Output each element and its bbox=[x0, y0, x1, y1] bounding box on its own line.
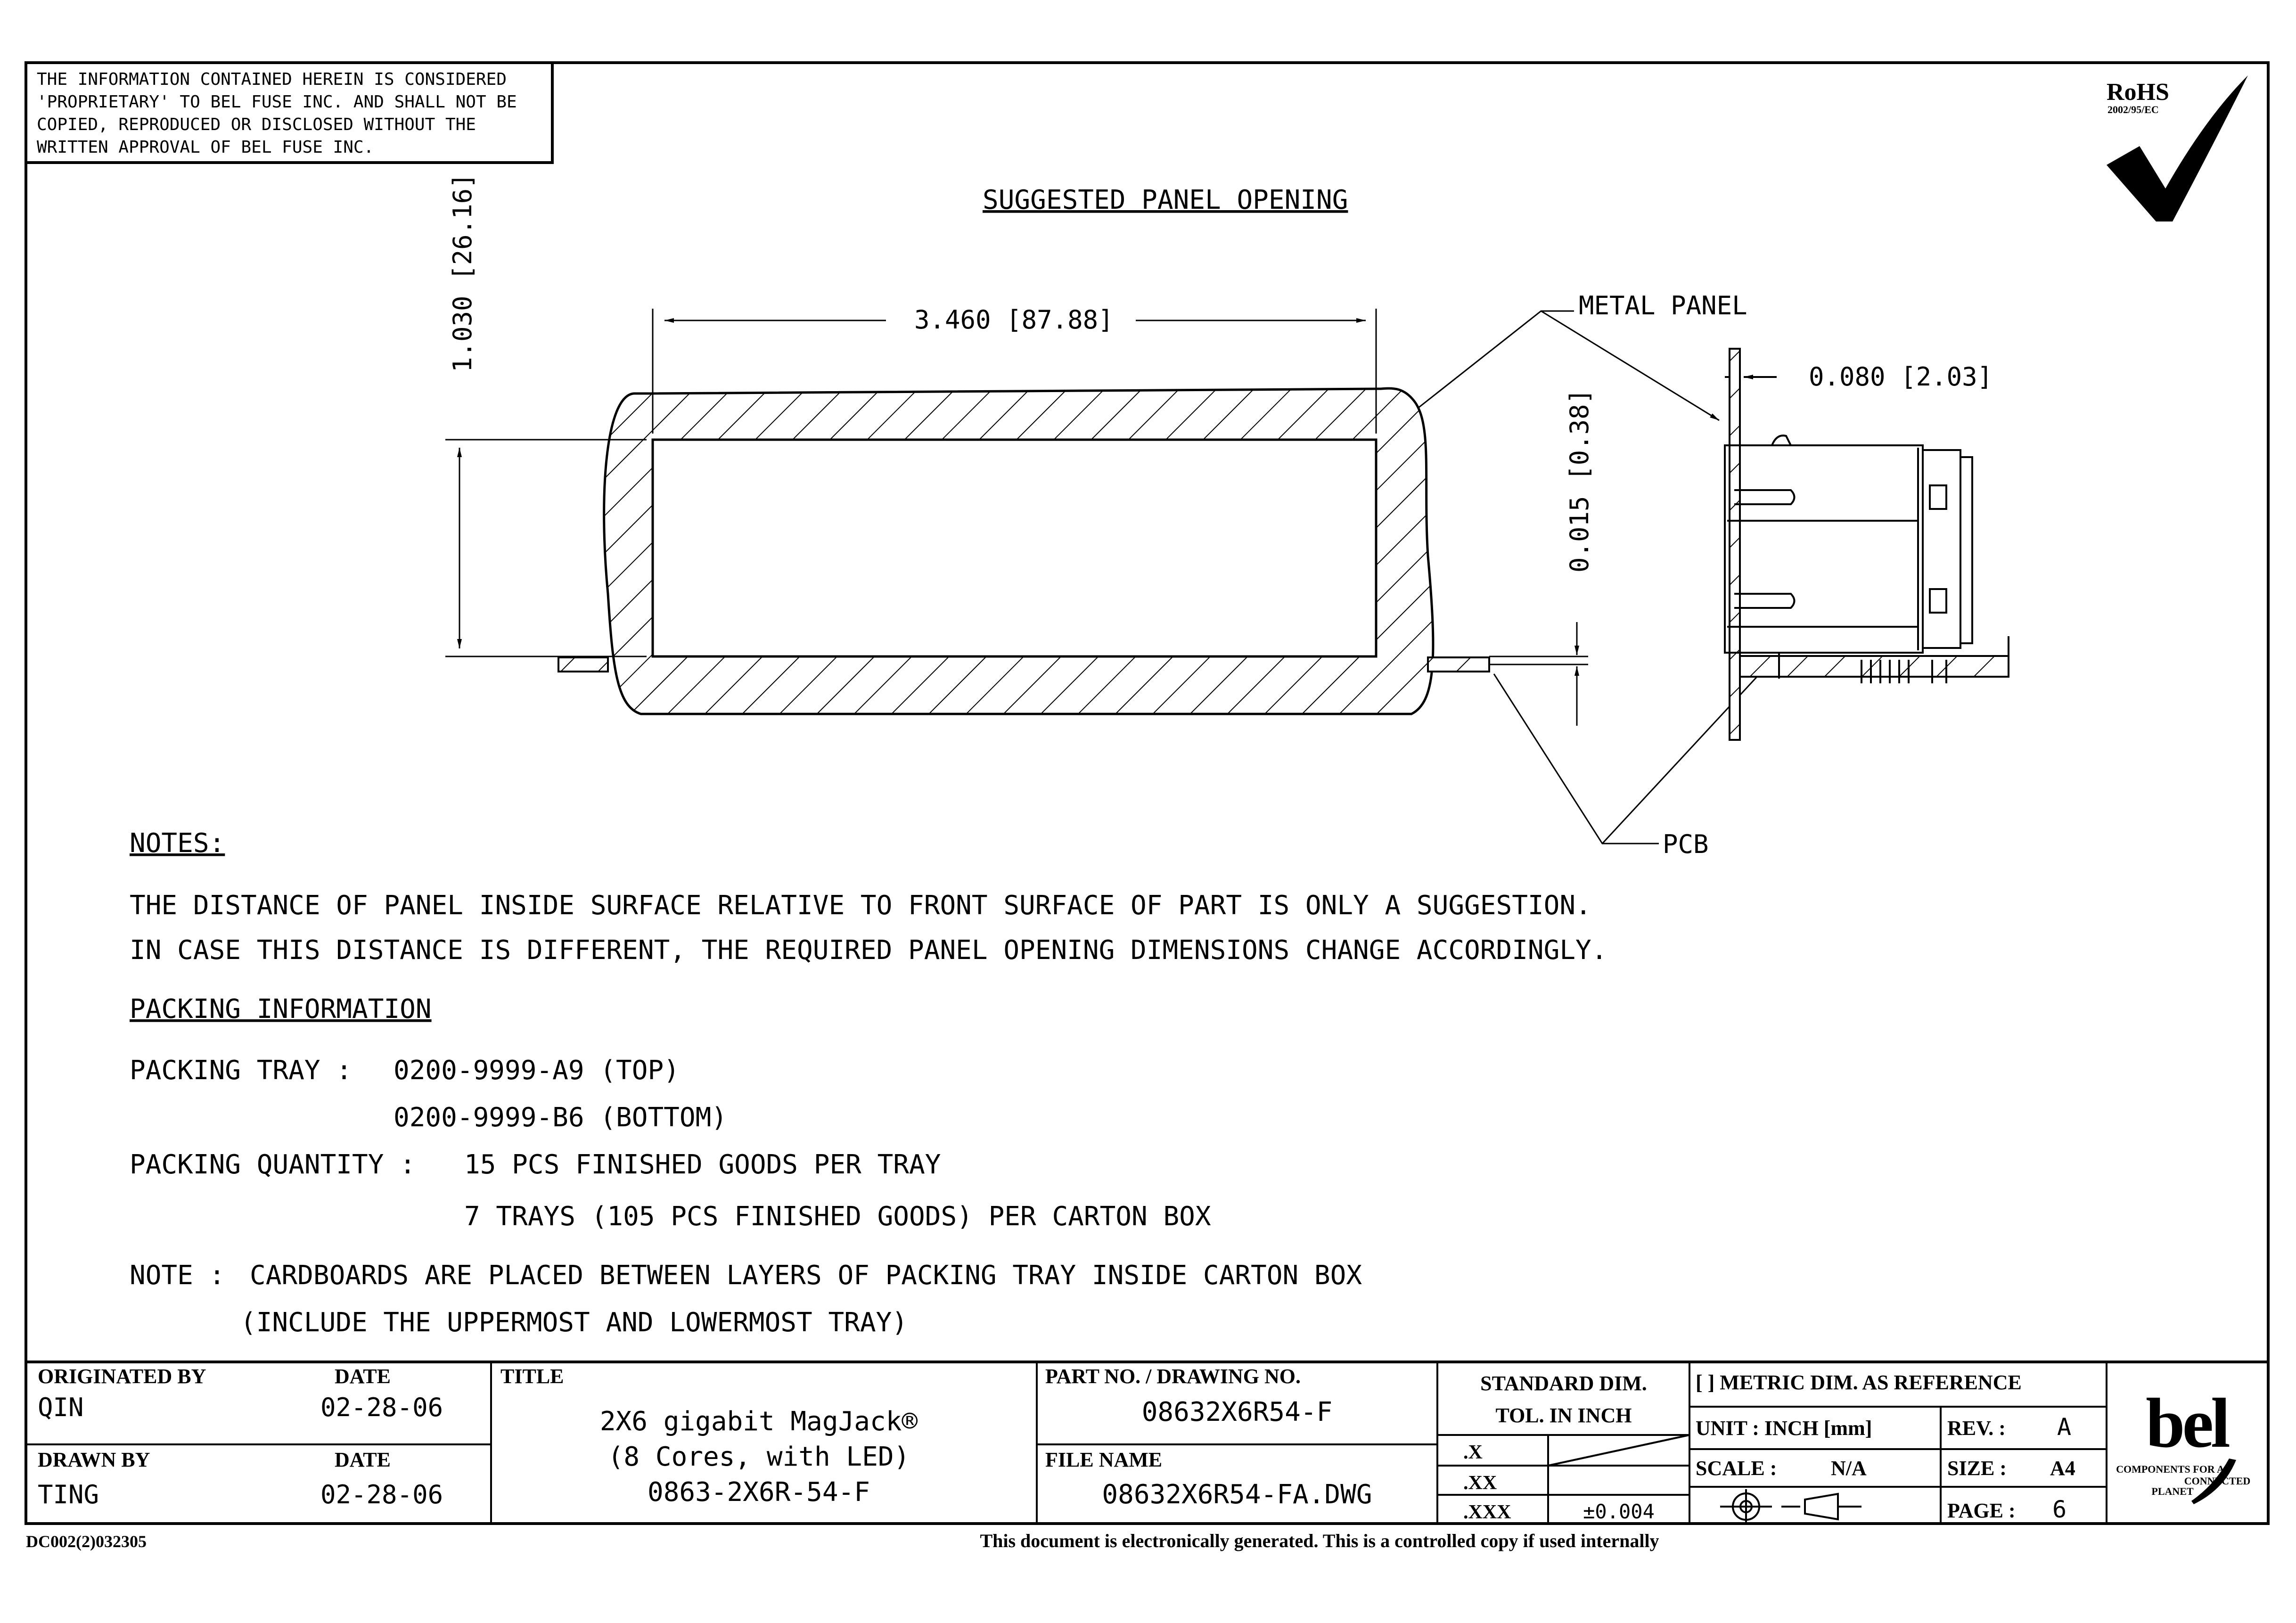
tol-x-label: .X bbox=[1463, 1442, 1483, 1463]
originated-by-label: ORIGINATED BY bbox=[38, 1365, 206, 1388]
panel-drawing: 3.460 [87.88] 1.030 [26.16] 0.015 [0.38]… bbox=[445, 173, 1766, 859]
drawing-title: SUGGESTED PANEL OPENING bbox=[983, 185, 1348, 215]
title-block: ORIGINATED BY DATE QIN 02-28-06 DRAWN BY… bbox=[26, 1361, 2268, 1524]
proprietary-notice: THE INFORMATION CONTAINED HEREIN IS CONS… bbox=[26, 63, 554, 164]
originated-by-value: QIN bbox=[38, 1393, 84, 1422]
drawn-date-value: 02-28-06 bbox=[320, 1480, 443, 1509]
pcb-label: PCB bbox=[1663, 829, 1709, 859]
drawn-by-label: DRAWN BY bbox=[38, 1448, 150, 1471]
originated-date-label: DATE bbox=[335, 1365, 391, 1388]
std-dim-label-2: TOL. IN INCH bbox=[1496, 1404, 1632, 1427]
panel-tab-left bbox=[558, 656, 609, 672]
packing-quantity-label: PACKING QUANTITY : bbox=[130, 1149, 416, 1180]
checkmark-icon bbox=[2107, 75, 2248, 221]
packing-tray-bottom: 0200-9999-B6 (BOTTOM) bbox=[394, 1102, 727, 1133]
title-line-2: (8 Cores, with LED) bbox=[608, 1442, 910, 1472]
size-label: SIZE : bbox=[1947, 1457, 2007, 1480]
unit-label: UNIT : INCH [mm] bbox=[1696, 1417, 1872, 1440]
title-line-3: 0863-2X6R-54-F bbox=[648, 1477, 870, 1508]
width-dimension-label: 3.460 [87.88] bbox=[914, 305, 1114, 335]
packing-section: PACKING INFORMATION PACKING TRAY : 0200-… bbox=[130, 994, 1362, 1338]
tol-xxx-value: ±0.004 bbox=[1583, 1500, 1655, 1523]
packing-note-1: CARDBOARDS ARE PLACED BETWEEN LAYERS OF … bbox=[250, 1260, 1362, 1291]
title-line-1: 2X6 gigabit MagJack® bbox=[600, 1406, 918, 1437]
packing-heading: PACKING INFORMATION bbox=[130, 994, 432, 1025]
packing-note-2: (INCLUDE THE UPPERMOST AND LOWERMOST TRA… bbox=[240, 1307, 908, 1338]
title-label: TITLE bbox=[500, 1365, 564, 1388]
file-name-label: FILE NAME bbox=[1045, 1448, 1162, 1471]
panel-thickness-label: 0.080 [2.03] bbox=[1809, 362, 1993, 392]
packing-note-label: NOTE : bbox=[130, 1260, 225, 1291]
originated-date-value: 02-28-06 bbox=[320, 1393, 443, 1422]
part-no-value: 08632X6R54-F bbox=[1142, 1397, 1333, 1427]
bel-tagline-1: COMPONENTS FOR A bbox=[2116, 1463, 2224, 1475]
notice-line-3: COPIED, REPRODUCED OR DISCLOSED WITHOUT … bbox=[37, 115, 476, 134]
bel-logo-text: bel bbox=[2146, 1384, 2230, 1462]
page-value: 6 bbox=[2052, 1496, 2066, 1523]
footer-note: This document is electronically generate… bbox=[980, 1530, 1659, 1551]
packing-quantity-1: 15 PCS FINISHED GOODS PER TRAY bbox=[464, 1149, 941, 1180]
drawn-by-value: TING bbox=[38, 1480, 99, 1509]
scale-label: SCALE : bbox=[1696, 1457, 1777, 1480]
part-no-label: PART NO. / DRAWING NO. bbox=[1045, 1365, 1301, 1388]
notice-line-2: 'PROPRIETARY' TO BEL FUSE INC. AND SHALL… bbox=[37, 92, 517, 112]
rohs-title: RoHS bbox=[2107, 79, 2169, 106]
packing-tray-label: PACKING TRAY : bbox=[130, 1055, 352, 1086]
file-name-value: 08632X6R54-FA.DWG bbox=[1102, 1479, 1372, 1510]
rohs-directive: 2002/95/EC bbox=[2107, 104, 2159, 115]
metric-note: [ ] METRIC DIM. AS REFERENCE bbox=[1696, 1371, 2022, 1394]
bel-logo: bel COMPONENTS FOR A CONNECTED PLANET bbox=[2116, 1384, 2250, 1504]
rev-value: A bbox=[2057, 1413, 2071, 1441]
offset-dimension-label: 0.015 [0.38] bbox=[1565, 389, 1594, 573]
notes-section: NOTES: THE DISTANCE OF PANEL INSIDE SURF… bbox=[130, 828, 1607, 966]
notice-line-1: THE INFORMATION CONTAINED HEREIN IS CONS… bbox=[37, 70, 507, 89]
connector-side-view: 0.080 [2.03] bbox=[1724, 348, 2009, 741]
notice-line-4: WRITTEN APPROVAL OF BEL FUSE INC. bbox=[37, 138, 374, 157]
size-value: A4 bbox=[2050, 1457, 2075, 1480]
sheet-border bbox=[25, 61, 2270, 1525]
scale-value: N/A bbox=[1831, 1457, 1867, 1480]
height-dimension-label: 1.030 [26.16] bbox=[448, 173, 477, 372]
note-line-1: THE DISTANCE OF PANEL INSIDE SURFACE REL… bbox=[130, 890, 1591, 921]
bel-tagline-3: PLANET bbox=[2151, 1485, 2194, 1497]
page-label: PAGE : bbox=[1947, 1499, 2016, 1522]
notes-heading: NOTES: bbox=[130, 828, 225, 859]
packing-quantity-2: 7 TRAYS (105 PCS FINISHED GOODS) PER CAR… bbox=[464, 1201, 1211, 1232]
metal-panel-label: METAL PANEL bbox=[1579, 291, 1747, 320]
swoosh-icon bbox=[2191, 1459, 2236, 1504]
packing-tray-top: 0200-9999-A9 (TOP) bbox=[394, 1055, 680, 1086]
panel-tab-right bbox=[1427, 656, 1490, 672]
drawn-date-label: DATE bbox=[335, 1448, 391, 1471]
rohs-mark: RoHS 2002/95/EC bbox=[2107, 75, 2248, 221]
doc-code: DC002(2)032305 bbox=[26, 1532, 147, 1551]
rev-label: REV. : bbox=[1947, 1417, 2006, 1440]
tol-xx-label: .XX bbox=[1463, 1472, 1497, 1494]
panel-opening bbox=[651, 438, 1378, 658]
note-line-2: IN CASE THIS DISTANCE IS DIFFERENT, THE … bbox=[130, 935, 1607, 966]
std-dim-label-1: STANDARD DIM. bbox=[1480, 1372, 1647, 1395]
tol-xxx-label: .XXX bbox=[1463, 1501, 1511, 1523]
